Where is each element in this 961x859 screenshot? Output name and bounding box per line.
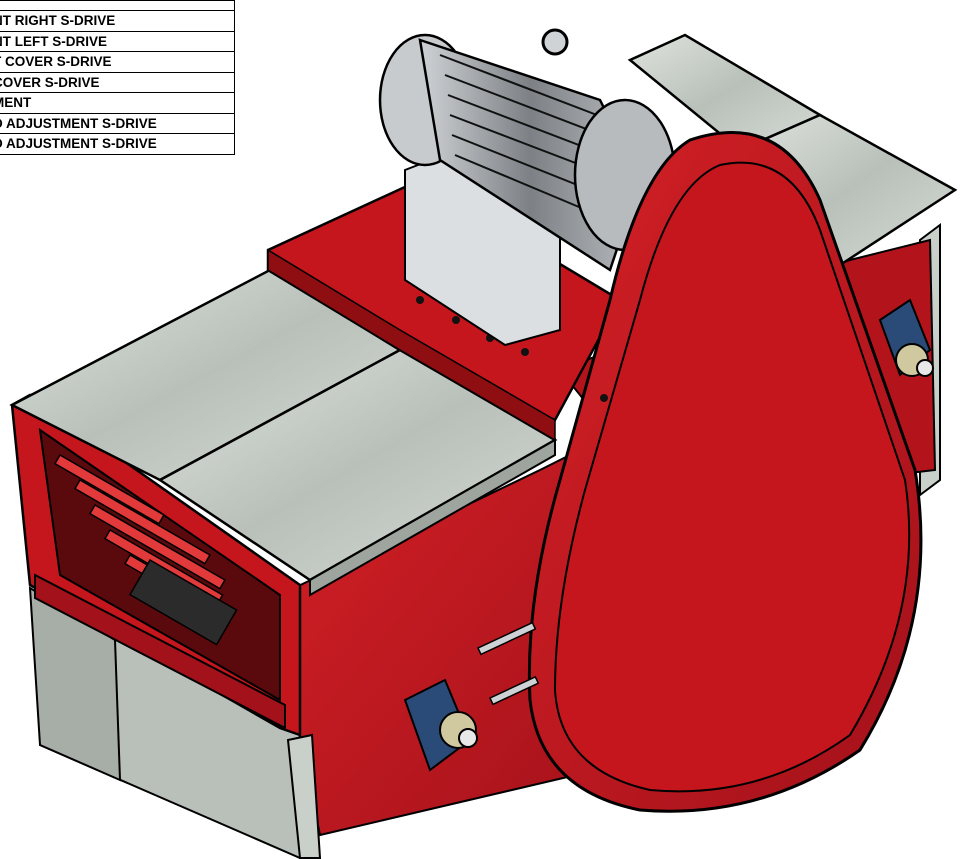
parts-list-row: D ADJUSTMENT S-DRIVE	[0, 133, 235, 155]
parts-list-cell	[0, 0, 235, 11]
motor-mount-plate-edge	[267, 248, 556, 442]
belt-guard-bolt	[600, 394, 608, 402]
internal-rotor-rods	[53, 453, 238, 646]
electric-motor	[378, 28, 677, 347]
parts-list-row	[0, 0, 235, 11]
parts-list-cell: COVER S-DRIVE	[0, 71, 235, 93]
parts-list-row: MENT	[0, 92, 235, 114]
front-frame-lip	[34, 573, 286, 730]
lower-side-strip	[286, 733, 322, 859]
parts-list-row: D ADJUSTMENT S-DRIVE	[0, 112, 235, 134]
rear-bearing	[878, 298, 934, 377]
parts-list-row: NT LEFT S-DRIVE	[0, 30, 235, 52]
parts-list-cell: D ADJUSTMENT S-DRIVE	[0, 133, 235, 155]
belt-guard-face	[553, 161, 911, 793]
front-bearing	[403, 678, 478, 772]
parts-list-cell: T COVER S-DRIVE	[0, 51, 235, 73]
parts-list-table: NT RIGHT S-DRIVE NT LEFT S-DRIVE T COVER…	[0, 0, 235, 155]
parts-list-cell: NT RIGHT S-DRIVE	[0, 10, 235, 32]
parts-list-row: T COVER S-DRIVE	[0, 51, 235, 73]
parts-list-row: COVER S-DRIVE	[0, 71, 235, 93]
motor-lifting-eye	[541, 28, 569, 56]
parts-list-cell: NT LEFT S-DRIVE	[0, 30, 235, 52]
top-cover-front-edge	[309, 438, 556, 597]
adjustment-rods	[477, 621, 540, 706]
parts-list-cell: MENT	[0, 92, 235, 114]
parts-list-cell: D ADJUSTMENT S-DRIVE	[0, 112, 235, 134]
parts-list-row: NT RIGHT S-DRIVE	[0, 10, 235, 32]
